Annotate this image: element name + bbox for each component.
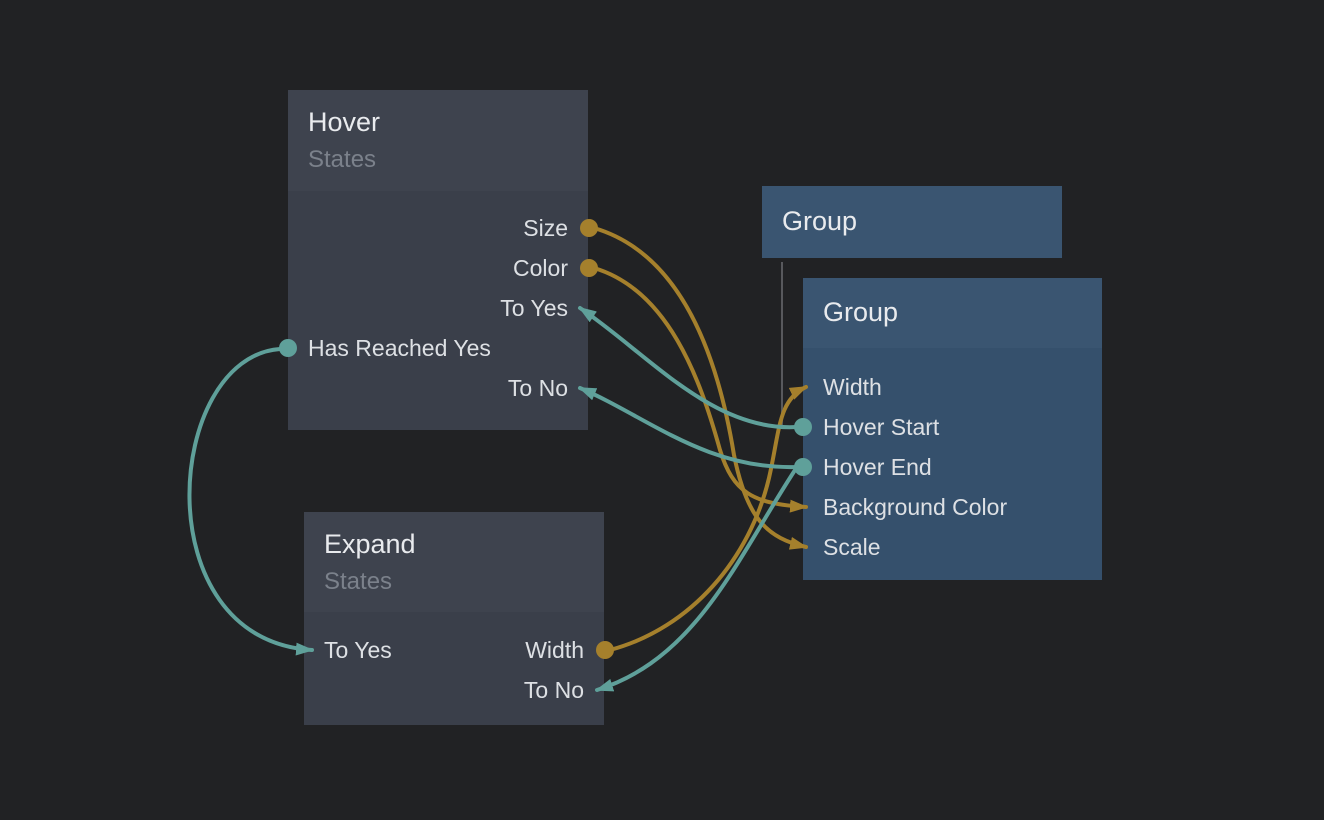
node-hover-title: Hover: [308, 107, 381, 138]
node-group-title: Group: [823, 297, 899, 328]
port-label-group-scale: Scale: [823, 534, 881, 560]
node-group[interactable]: Group: [803, 278, 1102, 580]
port-label-expand-to-no: To No: [523, 677, 584, 703]
port-label-group-hover-end: Hover End: [823, 454, 932, 480]
port-label-hover-color: Color: [513, 255, 568, 281]
port-label-expand-to-yes: To Yes: [324, 637, 392, 663]
node-hover-subtitle: States: [308, 146, 377, 174]
node-group-parent-header[interactable]: Group: [762, 186, 1062, 258]
node-group-parent-title: Group: [782, 206, 858, 237]
port-label-hover-has-reached-yes: Has Reached Yes: [308, 335, 491, 361]
port-label-hover-to-yes: To Yes: [500, 295, 568, 321]
port-label-hover-to-no: To No: [507, 375, 568, 401]
port-label-group-hover-start: Hover Start: [823, 414, 940, 440]
port-label-group-background-color: Background Color: [823, 494, 1008, 520]
node-expand-subtitle: States: [324, 567, 393, 595]
connection-group-hover-start-to-hover-to-yes[interactable]: [578, 306, 799, 430]
node-group-parent[interactable]: Group: [762, 186, 1062, 258]
connection-group-hover-end-to-hover-to-no[interactable]: [578, 386, 799, 470]
hierarchy-link-group-parent-to-group-hover-start: [781, 262, 799, 429]
connection-hover-color-to-group-background[interactable]: [592, 266, 808, 513]
node-expand-title: Expand: [324, 528, 416, 559]
port-label-hover-size: Size: [523, 215, 568, 241]
port-label-group-width: Width: [823, 374, 882, 400]
node-group-header[interactable]: Group: [803, 278, 1102, 348]
port-label-expand-width: Width: [525, 637, 584, 663]
connection-group-hover-end-to-expand-to-no[interactable]: [595, 465, 799, 692]
connection-hover-size-to-group-scale[interactable]: [592, 226, 808, 550]
connection-expand-width-to-group-width[interactable]: [608, 385, 808, 652]
